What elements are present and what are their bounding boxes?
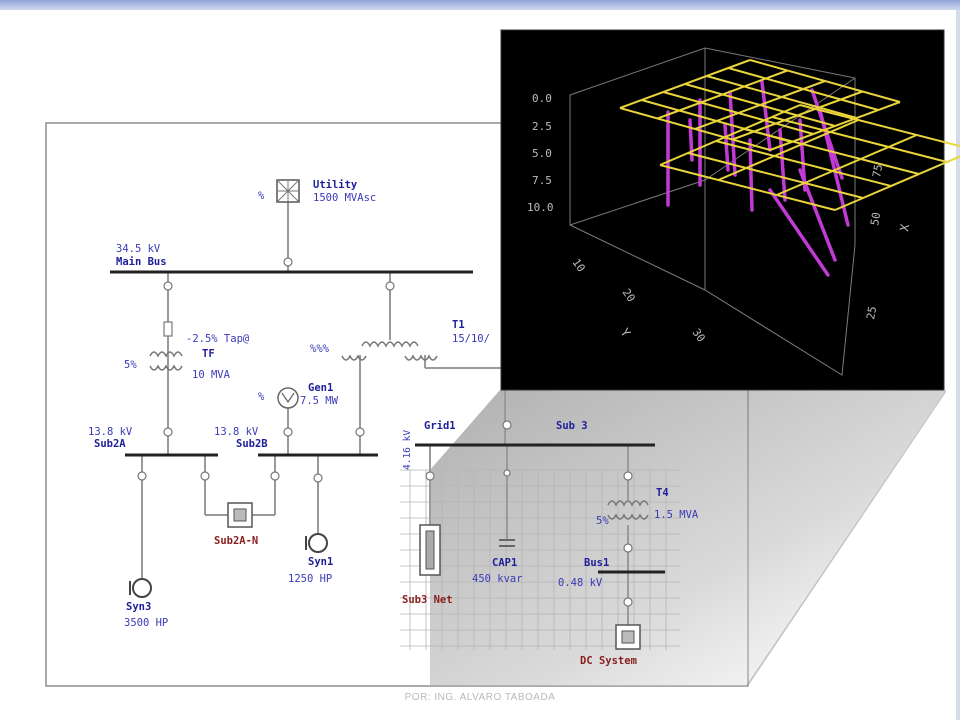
y-tick-0: 10 [570, 256, 588, 274]
t1-name: T1 [452, 319, 465, 331]
cap1-icon [499, 539, 515, 547]
x-axis-label: X [897, 222, 912, 232]
tap-label: -2.5% Tap@ [186, 333, 250, 345]
z-tick-1: 2.5 [532, 120, 552, 133]
sub2a-n-icon [227, 502, 253, 528]
surface-stem [778, 128, 787, 202]
tf-rating: 10 MVA [192, 369, 231, 381]
utility-icon [276, 179, 300, 203]
sub2b-voltage: 13.8 kV [214, 426, 259, 438]
sub3-net-label: Sub3 Net [402, 594, 453, 606]
mesh-lower [715, 140, 892, 187]
mesh-upper [694, 80, 826, 130]
utility-rating: 1500 MVAsc [313, 192, 376, 204]
t4-mark: 5% [596, 515, 609, 527]
transformer-tf-icon [149, 351, 183, 371]
mesh-upper [619, 59, 751, 109]
sub2b-name: Sub2B [236, 438, 268, 450]
gen1-name: Gen1 [308, 382, 333, 394]
wires [141, 200, 629, 625]
syn3-icon [129, 578, 152, 598]
transformer-t1-icon [341, 341, 438, 361]
y-tick-2: 30 [690, 326, 708, 344]
syn1-name: Syn1 [308, 556, 333, 568]
mesh-lower [771, 116, 948, 163]
sub3-net-icon [419, 524, 441, 576]
t1-mark: %%% [310, 343, 330, 355]
mesh-lower [743, 128, 920, 175]
sub2a-n-label: Sub2A-N [214, 535, 258, 547]
tf-mark: 5% [124, 359, 137, 371]
mesh-upper [657, 69, 788, 120]
mesh-lower [687, 152, 864, 199]
grid-voltage: 4.16 kV [402, 430, 413, 470]
mesh-lower [717, 119, 859, 181]
z-tick-2: 5.0 [532, 147, 552, 160]
cap1-name: CAP1 [492, 557, 517, 569]
projection-shade [430, 390, 946, 686]
x-tick-0: 25 [864, 305, 879, 320]
gen1-mark: % [258, 391, 265, 403]
utility-name: Utility [313, 179, 358, 191]
x-tick-1: 50 [868, 211, 883, 226]
t4-rating: 1.5 MVA [654, 509, 699, 521]
sub3-label: Sub 3 [556, 420, 588, 432]
syn1-icon [305, 533, 328, 553]
cap1-rating: 450 kvar [472, 573, 523, 585]
sub2a-voltage: 13.8 kV [88, 426, 133, 438]
z-tick-4: 10.0 [527, 201, 554, 214]
footer-credit: POR: ING. ALVARO TABOADA [404, 692, 556, 703]
gen1-icon [277, 387, 299, 409]
syn3-name: Syn3 [126, 601, 151, 613]
sub2a-name: Sub2A [94, 438, 126, 450]
bus1-name: Bus1 [584, 557, 609, 569]
mesh-lower [799, 104, 960, 148]
x-tick-2: 75 [870, 163, 885, 178]
syn1-rating: 1250 HP [288, 573, 332, 585]
z-tick-0: 0.0 [532, 92, 552, 105]
mesh-lower [834, 155, 960, 211]
y-tick-1: 20 [620, 286, 638, 304]
surface-plot: 0.0 2.5 5.0 7.5 10.0 10 20 30 Y 25 50 75… [500, 29, 960, 391]
mesh-lower [776, 134, 918, 196]
right-edge-strip [956, 10, 960, 720]
grid1-label: Grid1 [424, 420, 456, 432]
projection-edge [746, 390, 946, 686]
surface-mesh [619, 59, 960, 211]
main-bus-name: Main Bus [116, 256, 167, 268]
mesh-lower [659, 164, 836, 211]
syn3-rating: 3500 HP [124, 617, 168, 629]
bus-bars [110, 270, 665, 574]
plot-background [500, 29, 945, 391]
gen1-rating: 7.5 MW [300, 395, 339, 407]
top-accent-bar [0, 0, 960, 10]
tf-name: TF [202, 348, 215, 360]
z-tick-3: 7.5 [532, 174, 552, 187]
main-bus-voltage: 34.5 kV [116, 243, 161, 255]
transformer-t4-icon [607, 500, 649, 520]
surface-stem [798, 168, 837, 262]
surface-stem [768, 188, 830, 277]
fuse [163, 321, 173, 337]
bus1-voltage: 0.48 kV [558, 577, 603, 589]
surface-stem [760, 80, 772, 152]
dc-system-icon [615, 624, 641, 650]
surface-stem [748, 138, 754, 212]
t4-name: T4 [656, 487, 669, 499]
dc-system-label: DC System [580, 655, 637, 667]
mesh-lower [659, 104, 801, 166]
t1-rating: 15/10/ [452, 333, 490, 345]
breakers [137, 257, 633, 607]
utility-mark: % [258, 190, 265, 202]
